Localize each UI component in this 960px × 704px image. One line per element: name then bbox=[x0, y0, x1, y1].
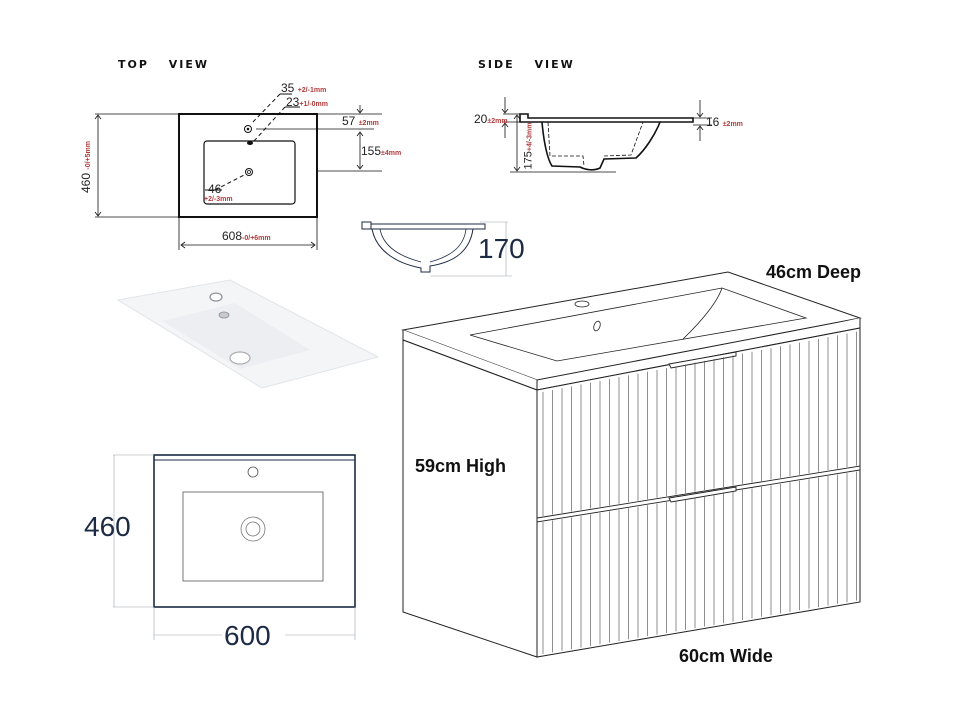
dim-waste-tol: +2/-3mm bbox=[204, 196, 233, 203]
side-view-title: SIDE VIEW bbox=[478, 58, 575, 71]
dim-waste: 46 bbox=[208, 182, 222, 196]
plan-view-drawing bbox=[113, 454, 356, 640]
dim-profile-height: 170 bbox=[478, 233, 525, 264]
dim-rim-front: 16 ±2mm bbox=[706, 115, 743, 129]
dim-rim-back: 20±2mm bbox=[474, 112, 508, 126]
basin-photo bbox=[116, 279, 380, 389]
dim-depth: 460 -0/+5mm bbox=[78, 141, 93, 193]
top-view-title: TOP VIEW bbox=[118, 58, 209, 71]
side-view-drawing bbox=[501, 97, 712, 173]
basin-profile-drawing bbox=[361, 221, 512, 277]
vanity-cabinet-drawing bbox=[401, 271, 862, 658]
cabinet-fluting bbox=[542, 331, 857, 654]
dim-width: 608-0/+6mm bbox=[222, 229, 271, 243]
cabinet-depth-label: 46cm Deep bbox=[766, 262, 862, 282]
top-view-drawing bbox=[94, 93, 382, 250]
cabinet-height-label: 59cm High bbox=[415, 456, 507, 476]
cabinet-width-label: 60cm Wide bbox=[679, 646, 773, 666]
dim-side-height: 175+4/-3mm bbox=[522, 122, 535, 170]
dim-edge-to-tap: 57 ±2mm bbox=[342, 114, 379, 128]
dim-plan-depth: 460 bbox=[84, 511, 131, 542]
dim-tap-to-bowl: 155±4mm bbox=[361, 144, 402, 158]
dim-tap-hole: 35 +2/-1mm bbox=[281, 81, 327, 95]
dim-plan-width: 600 bbox=[224, 620, 271, 651]
dim-overflow: 23+1/-0mm bbox=[286, 95, 328, 109]
